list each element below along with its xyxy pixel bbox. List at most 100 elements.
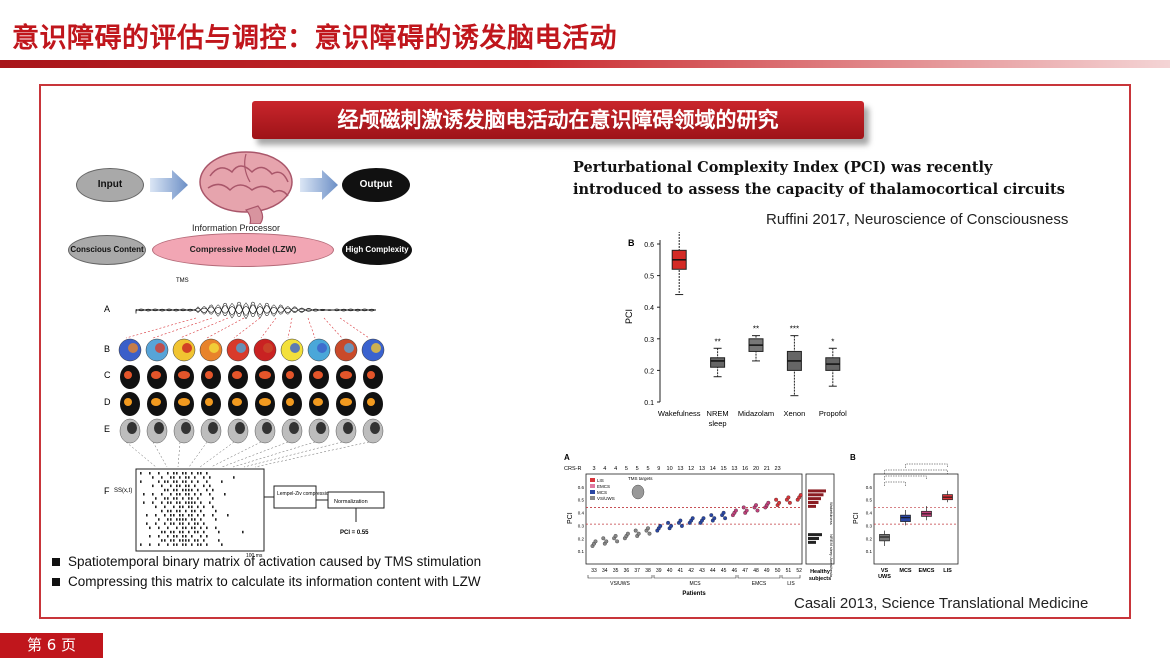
binary-bit — [188, 493, 190, 496]
binary-bit — [170, 518, 172, 521]
binary-bit — [146, 522, 148, 525]
binary-bit — [185, 539, 187, 542]
binary-bit — [212, 514, 214, 517]
binary-bit — [170, 539, 172, 542]
binary-bit — [179, 518, 181, 521]
binary-bit — [185, 509, 187, 513]
binary-bit — [182, 497, 184, 500]
binary-bit — [170, 514, 172, 517]
binary-bit — [155, 497, 157, 500]
crs-label: CRS-R — [564, 466, 581, 472]
binary-bit — [167, 472, 169, 475]
cortical-activation — [205, 398, 213, 406]
patient-id: 46 — [732, 568, 738, 574]
patient-point — [625, 531, 630, 536]
binary-bit — [161, 476, 163, 479]
group-bracket — [587, 575, 653, 579]
binary-bit — [164, 530, 166, 534]
dash-connector — [206, 317, 245, 339]
x-tick-label: VS — [881, 568, 889, 574]
cortical-activation — [313, 398, 323, 406]
binary-bit — [185, 472, 187, 475]
crs-value: 16 — [742, 466, 748, 472]
binary-bit — [191, 488, 193, 492]
scalp-hotspot — [344, 343, 354, 353]
binary-bit — [185, 526, 187, 530]
binary-bit — [152, 501, 154, 504]
binary-bit — [149, 472, 151, 475]
patient-point — [615, 539, 620, 544]
binary-bit — [182, 488, 184, 492]
binary-bit — [194, 476, 196, 479]
dash-connector — [287, 317, 293, 339]
eeg-trace — [135, 301, 377, 320]
patient-point — [613, 534, 618, 538]
binary-region — [370, 422, 380, 434]
significance-mark: *** — [790, 325, 799, 334]
patient-point — [709, 513, 714, 518]
binary-bit — [191, 514, 193, 517]
x-tick-label: LIS — [943, 568, 952, 574]
input-arrow-icon — [150, 170, 188, 200]
binary-bit — [215, 509, 217, 513]
binary-bit — [188, 522, 190, 525]
binary-bit — [203, 505, 205, 509]
crs-value: 4 — [614, 466, 617, 472]
patient-id: 44 — [710, 568, 716, 574]
binary-bit — [191, 480, 193, 483]
patient-id: 33 — [591, 568, 597, 574]
healthy-label: Healthy — [810, 569, 831, 575]
binary-bit — [185, 476, 187, 479]
binary-bit — [158, 535, 160, 538]
crs-value: 20 — [753, 466, 759, 472]
binary-bit — [170, 522, 172, 525]
binary-bit — [161, 509, 163, 513]
binary-bit — [242, 530, 244, 534]
binary-bit — [182, 522, 184, 525]
ss-label: SS(x,t) — [114, 488, 132, 494]
binary-bit — [164, 514, 166, 517]
binary-bit — [188, 539, 190, 542]
binary-bit — [173, 535, 175, 538]
title-rule — [0, 60, 1170, 68]
crs-value: 12 — [688, 466, 694, 472]
binary-bit — [158, 480, 160, 483]
bullet-item: Compressing this matrix to calculate its… — [52, 574, 481, 589]
binary-bit — [218, 530, 220, 534]
binary-bit — [179, 509, 181, 513]
patient-point — [701, 516, 706, 521]
binary-bit — [188, 484, 190, 488]
dash-connector — [243, 441, 343, 468]
binary-bit — [206, 535, 208, 538]
binary-bit — [173, 472, 175, 475]
binary-bit — [203, 530, 205, 534]
binary-bit — [194, 518, 196, 521]
cortical-activation — [286, 371, 294, 379]
binary-bit — [173, 497, 175, 500]
patient-id: 50 — [775, 568, 781, 574]
crs-value: 13 — [699, 466, 705, 472]
topo-row-b — [118, 338, 385, 362]
cortical-activation — [151, 398, 161, 406]
binary-bit — [197, 480, 199, 483]
binary-bit — [170, 501, 172, 504]
head-icon — [631, 484, 645, 500]
binary-bit — [161, 539, 163, 542]
y-tick-label: 0.1 — [578, 549, 585, 554]
patient-id: 40 — [667, 568, 673, 574]
binary-bit — [176, 526, 178, 530]
patient-point — [741, 505, 746, 510]
output-oval: Output — [342, 168, 410, 202]
binary-bit — [179, 522, 181, 525]
patient-point — [777, 500, 782, 505]
binary-region — [127, 422, 137, 434]
tms-label: TMS — [176, 278, 189, 284]
healthy-bar-sleep — [808, 537, 819, 540]
binary-bit — [173, 476, 175, 479]
y-tick-label: 0.6 — [578, 485, 585, 490]
cortical-activation — [286, 398, 294, 406]
scalp-hotspot — [290, 343, 300, 353]
binary-bit — [197, 488, 199, 492]
patient-point — [774, 497, 779, 502]
